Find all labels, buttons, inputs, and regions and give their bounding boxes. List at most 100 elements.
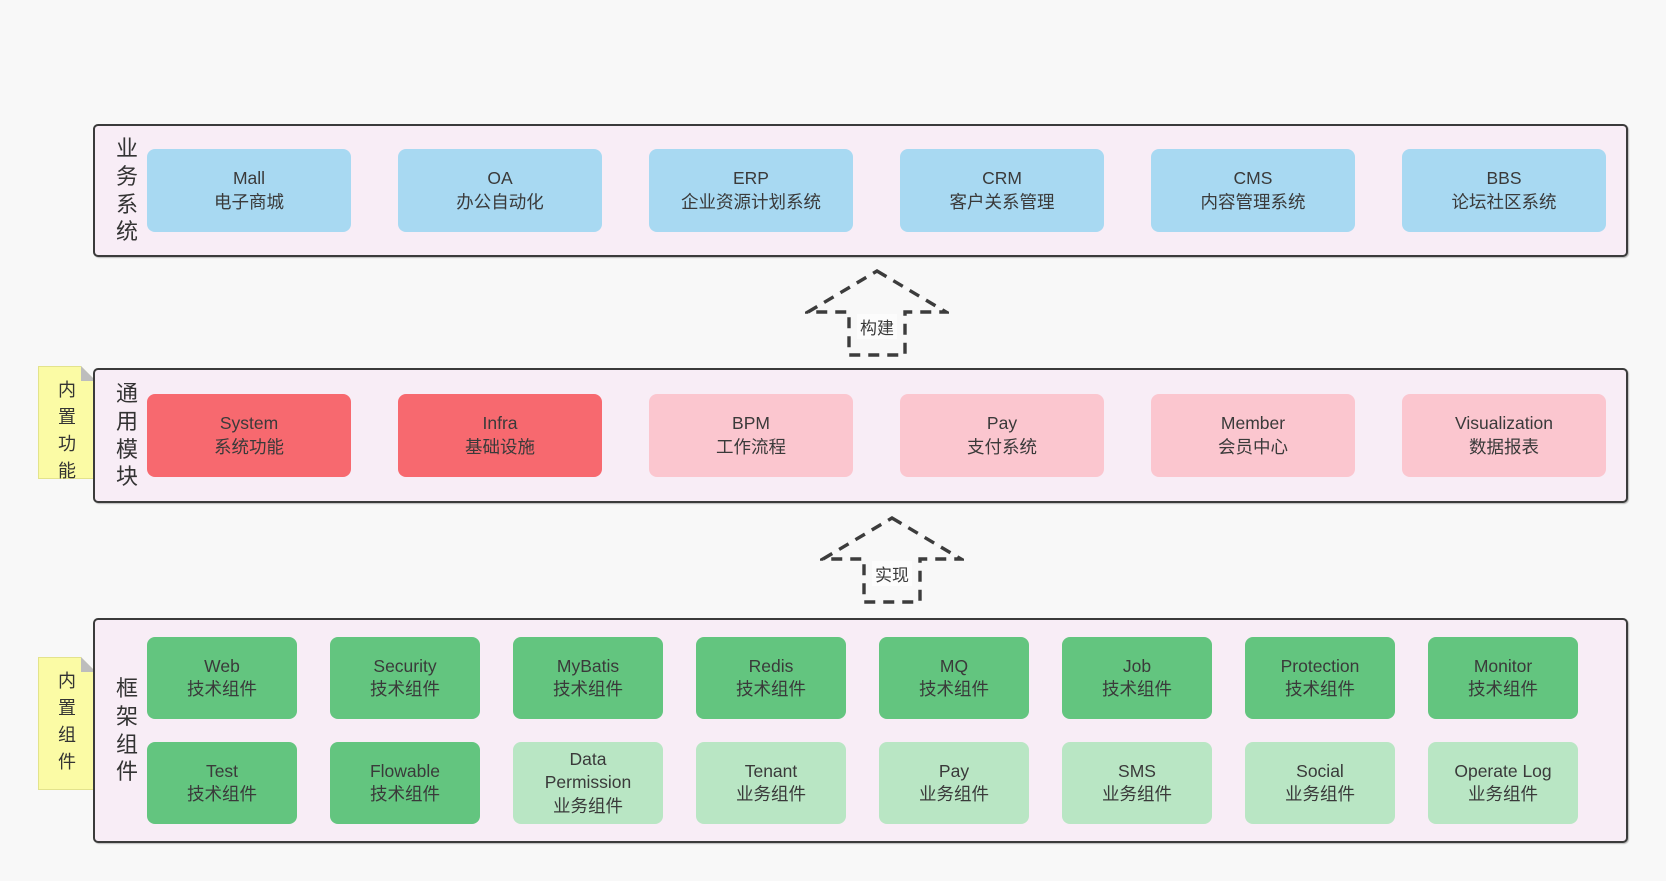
box-title: BPM [732, 413, 770, 434]
note-built-in-features: 内置功能 [38, 366, 96, 481]
box-operate-log: Operate Log 业务组件 [1428, 742, 1578, 824]
note-fold-icon [81, 657, 96, 672]
components-rows: Web 技术组件 Security 技术组件 MyBatis 技术组件 Redi… [147, 637, 1626, 824]
box-mybatis: MyBatis 技术组件 [513, 637, 663, 719]
business-layer-label: 业务系统 [115, 135, 138, 245]
box-title: Tenant [744, 760, 798, 781]
box-title: OA [487, 168, 513, 189]
box-title: Monitor [1473, 655, 1533, 676]
box-title: Mall [232, 168, 266, 189]
box-subtitle: 技术组件 [553, 679, 623, 699]
box-title: Social [1296, 760, 1344, 781]
box-cms: CMS 内容管理系统 [1151, 149, 1355, 232]
box-subtitle: 技术组件 [370, 679, 440, 699]
box-subtitle: 业务组件 [1102, 784, 1172, 804]
box-erp: ERP 企业资源计划系统 [649, 149, 853, 232]
box-test: Test 技术组件 [147, 742, 297, 824]
box-subtitle: 业务组件 [1285, 784, 1355, 804]
box-title: Data Permission [544, 749, 632, 793]
box-subtitle: 技术组件 [1102, 679, 1172, 699]
box-mq: MQ 技术组件 [879, 637, 1029, 719]
box-title: ERP [733, 168, 769, 189]
box-pay-component: Pay 业务组件 [879, 742, 1029, 824]
box-subtitle: 工作流程 [716, 436, 786, 457]
box-title: Protection [1280, 655, 1360, 676]
box-bpm: BPM 工作流程 [649, 394, 853, 477]
box-subtitle: 业务组件 [1468, 784, 1538, 804]
box-subtitle: 技术组件 [187, 679, 257, 699]
box-subtitle: 论坛社区系统 [1451, 191, 1557, 212]
box-monitor: Monitor 技术组件 [1428, 637, 1578, 719]
components-row-1: Web 技术组件 Security 技术组件 MyBatis 技术组件 Redi… [147, 637, 1612, 719]
box-subtitle: 业务组件 [919, 784, 989, 804]
common-modules-layer: 通用模块 System 系统功能 Infra 基础设施 BPM 工作流程 Pay… [93, 368, 1628, 503]
up-block-arrow-icon [820, 516, 964, 604]
modules-boxes-row: System 系统功能 Infra 基础设施 BPM 工作流程 Pay 支付系统… [147, 394, 1626, 477]
note-built-in-features-label: 内置功能 [58, 380, 76, 481]
box-title: Test [205, 760, 239, 781]
box-sms: SMS 业务组件 [1062, 742, 1212, 824]
box-subtitle: 业务组件 [553, 795, 623, 816]
box-subtitle: 技术组件 [736, 679, 806, 699]
box-mall: Mall 电子商城 [147, 149, 351, 232]
box-title: Security [373, 655, 437, 676]
box-subtitle: 数据报表 [1469, 436, 1539, 457]
box-system: System 系统功能 [147, 394, 351, 477]
implement-arrow: 实现 [820, 515, 964, 605]
box-title: MyBatis [556, 655, 620, 676]
build-arrow: 构建 [805, 268, 949, 358]
modules-layer-label: 通用模块 [115, 380, 138, 490]
box-job: Job 技术组件 [1062, 637, 1212, 719]
box-title: CRM [982, 168, 1022, 189]
box-subtitle: 系统功能 [214, 436, 284, 457]
components-row-2: Test 技术组件 Flowable 技术组件 Data Permission … [147, 742, 1612, 824]
box-oa: OA 办公自动化 [398, 149, 602, 232]
components-layer-label: 框架组件 [115, 675, 138, 785]
box-security: Security 技术组件 [330, 637, 480, 719]
box-subtitle: 支付系统 [967, 436, 1037, 457]
box-subtitle: 技术组件 [919, 679, 989, 699]
box-title: BBS [1486, 168, 1522, 189]
box-title: SMS [1118, 760, 1156, 781]
note-built-in-components: 内置组件 [38, 657, 96, 790]
box-crm: CRM 客户关系管理 [900, 149, 1104, 232]
box-title: Job [1122, 655, 1152, 676]
box-web: Web 技术组件 [147, 637, 297, 719]
box-pay-module: Pay 支付系统 [900, 394, 1104, 477]
box-subtitle: 企业资源计划系统 [681, 191, 821, 212]
box-flowable: Flowable 技术组件 [330, 742, 480, 824]
box-tenant: Tenant 业务组件 [696, 742, 846, 824]
note-built-in-components-label: 内置组件 [58, 671, 76, 772]
business-boxes-row: Mall 电子商城 OA 办公自动化 ERP 企业资源计划系统 CRM 客户关系… [147, 149, 1626, 232]
box-subtitle: 业务组件 [736, 784, 806, 804]
box-subtitle: 技术组件 [1468, 679, 1538, 699]
box-title: Infra [482, 413, 518, 434]
box-protection: Protection 技术组件 [1245, 637, 1395, 719]
implement-arrow-label: 实现 [872, 561, 912, 586]
framework-components-layer: 框架组件 Web 技术组件 Security 技术组件 MyBatis 技术组件… [93, 618, 1628, 843]
box-title: Member [1220, 413, 1286, 434]
box-infra: Infra 基础设施 [398, 394, 602, 477]
box-member: Member 会员中心 [1151, 394, 1355, 477]
box-title: Pay [938, 760, 970, 781]
box-redis: Redis 技术组件 [696, 637, 846, 719]
box-title: System [219, 413, 279, 434]
box-subtitle: 基础设施 [465, 436, 535, 457]
note-fold-icon [81, 366, 96, 381]
box-title: Visualization [1455, 413, 1553, 434]
box-title: CMS [1233, 168, 1273, 189]
build-arrow-label: 构建 [857, 314, 897, 339]
business-systems-layer: 业务系统 Mall 电子商城 OA 办公自动化 ERP 企业资源计划系统 CRM… [93, 124, 1628, 257]
box-title: MQ [939, 655, 969, 676]
box-title: Redis [748, 655, 794, 676]
box-subtitle: 技术组件 [370, 784, 440, 804]
box-title: Flowable [369, 760, 441, 781]
box-subtitle: 会员中心 [1218, 436, 1288, 457]
box-subtitle: 技术组件 [187, 784, 257, 804]
box-subtitle: 办公自动化 [456, 191, 544, 212]
up-block-arrow-icon [805, 269, 949, 357]
box-title: Operate Log [1454, 760, 1552, 781]
box-subtitle: 内容管理系统 [1200, 191, 1306, 212]
box-social: Social 业务组件 [1245, 742, 1395, 824]
